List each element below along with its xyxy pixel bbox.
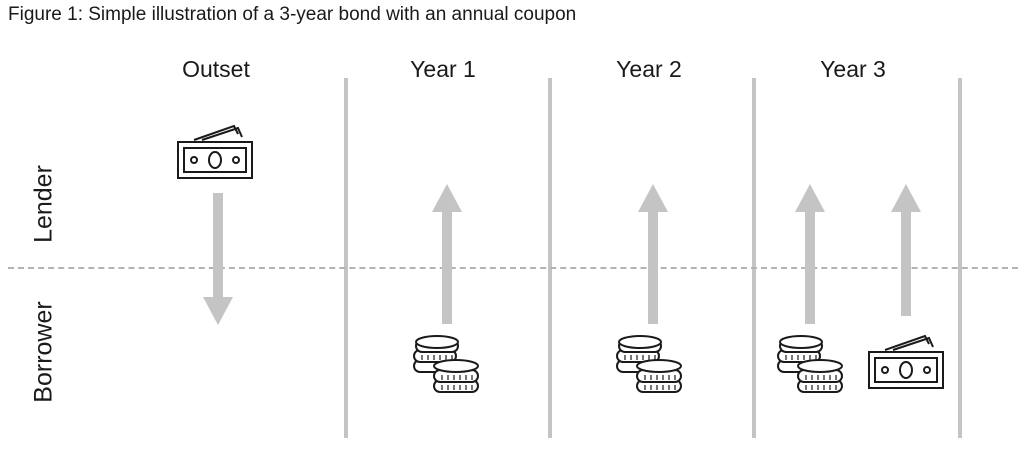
arrow-up-icon xyxy=(891,184,921,316)
row-label-lender: Lender xyxy=(29,165,58,243)
period-divider xyxy=(548,78,552,438)
column-header-year-2: Year 2 xyxy=(616,56,682,82)
row-label-borrower: Borrower xyxy=(29,301,58,403)
column-header-outset: Outset xyxy=(182,56,250,82)
arrow-down-icon xyxy=(203,193,233,325)
coins-icon xyxy=(413,335,479,393)
period-divider xyxy=(344,78,348,438)
column-header-year-1: Year 1 xyxy=(410,56,476,82)
period-divider xyxy=(958,78,962,438)
lender-borrower-divider xyxy=(8,267,1018,269)
arrow-up-icon xyxy=(638,184,668,324)
banknote-icon xyxy=(868,334,944,389)
column-header-year-3: Year 3 xyxy=(820,56,886,82)
coins-icon xyxy=(616,335,682,393)
arrow-up-icon xyxy=(795,184,825,324)
coins-icon xyxy=(777,335,843,393)
period-divider xyxy=(752,78,756,438)
figure-caption: Figure 1: Simple illustration of a 3-yea… xyxy=(8,4,577,25)
arrow-up-icon xyxy=(432,184,462,324)
banknote-icon xyxy=(177,124,253,179)
